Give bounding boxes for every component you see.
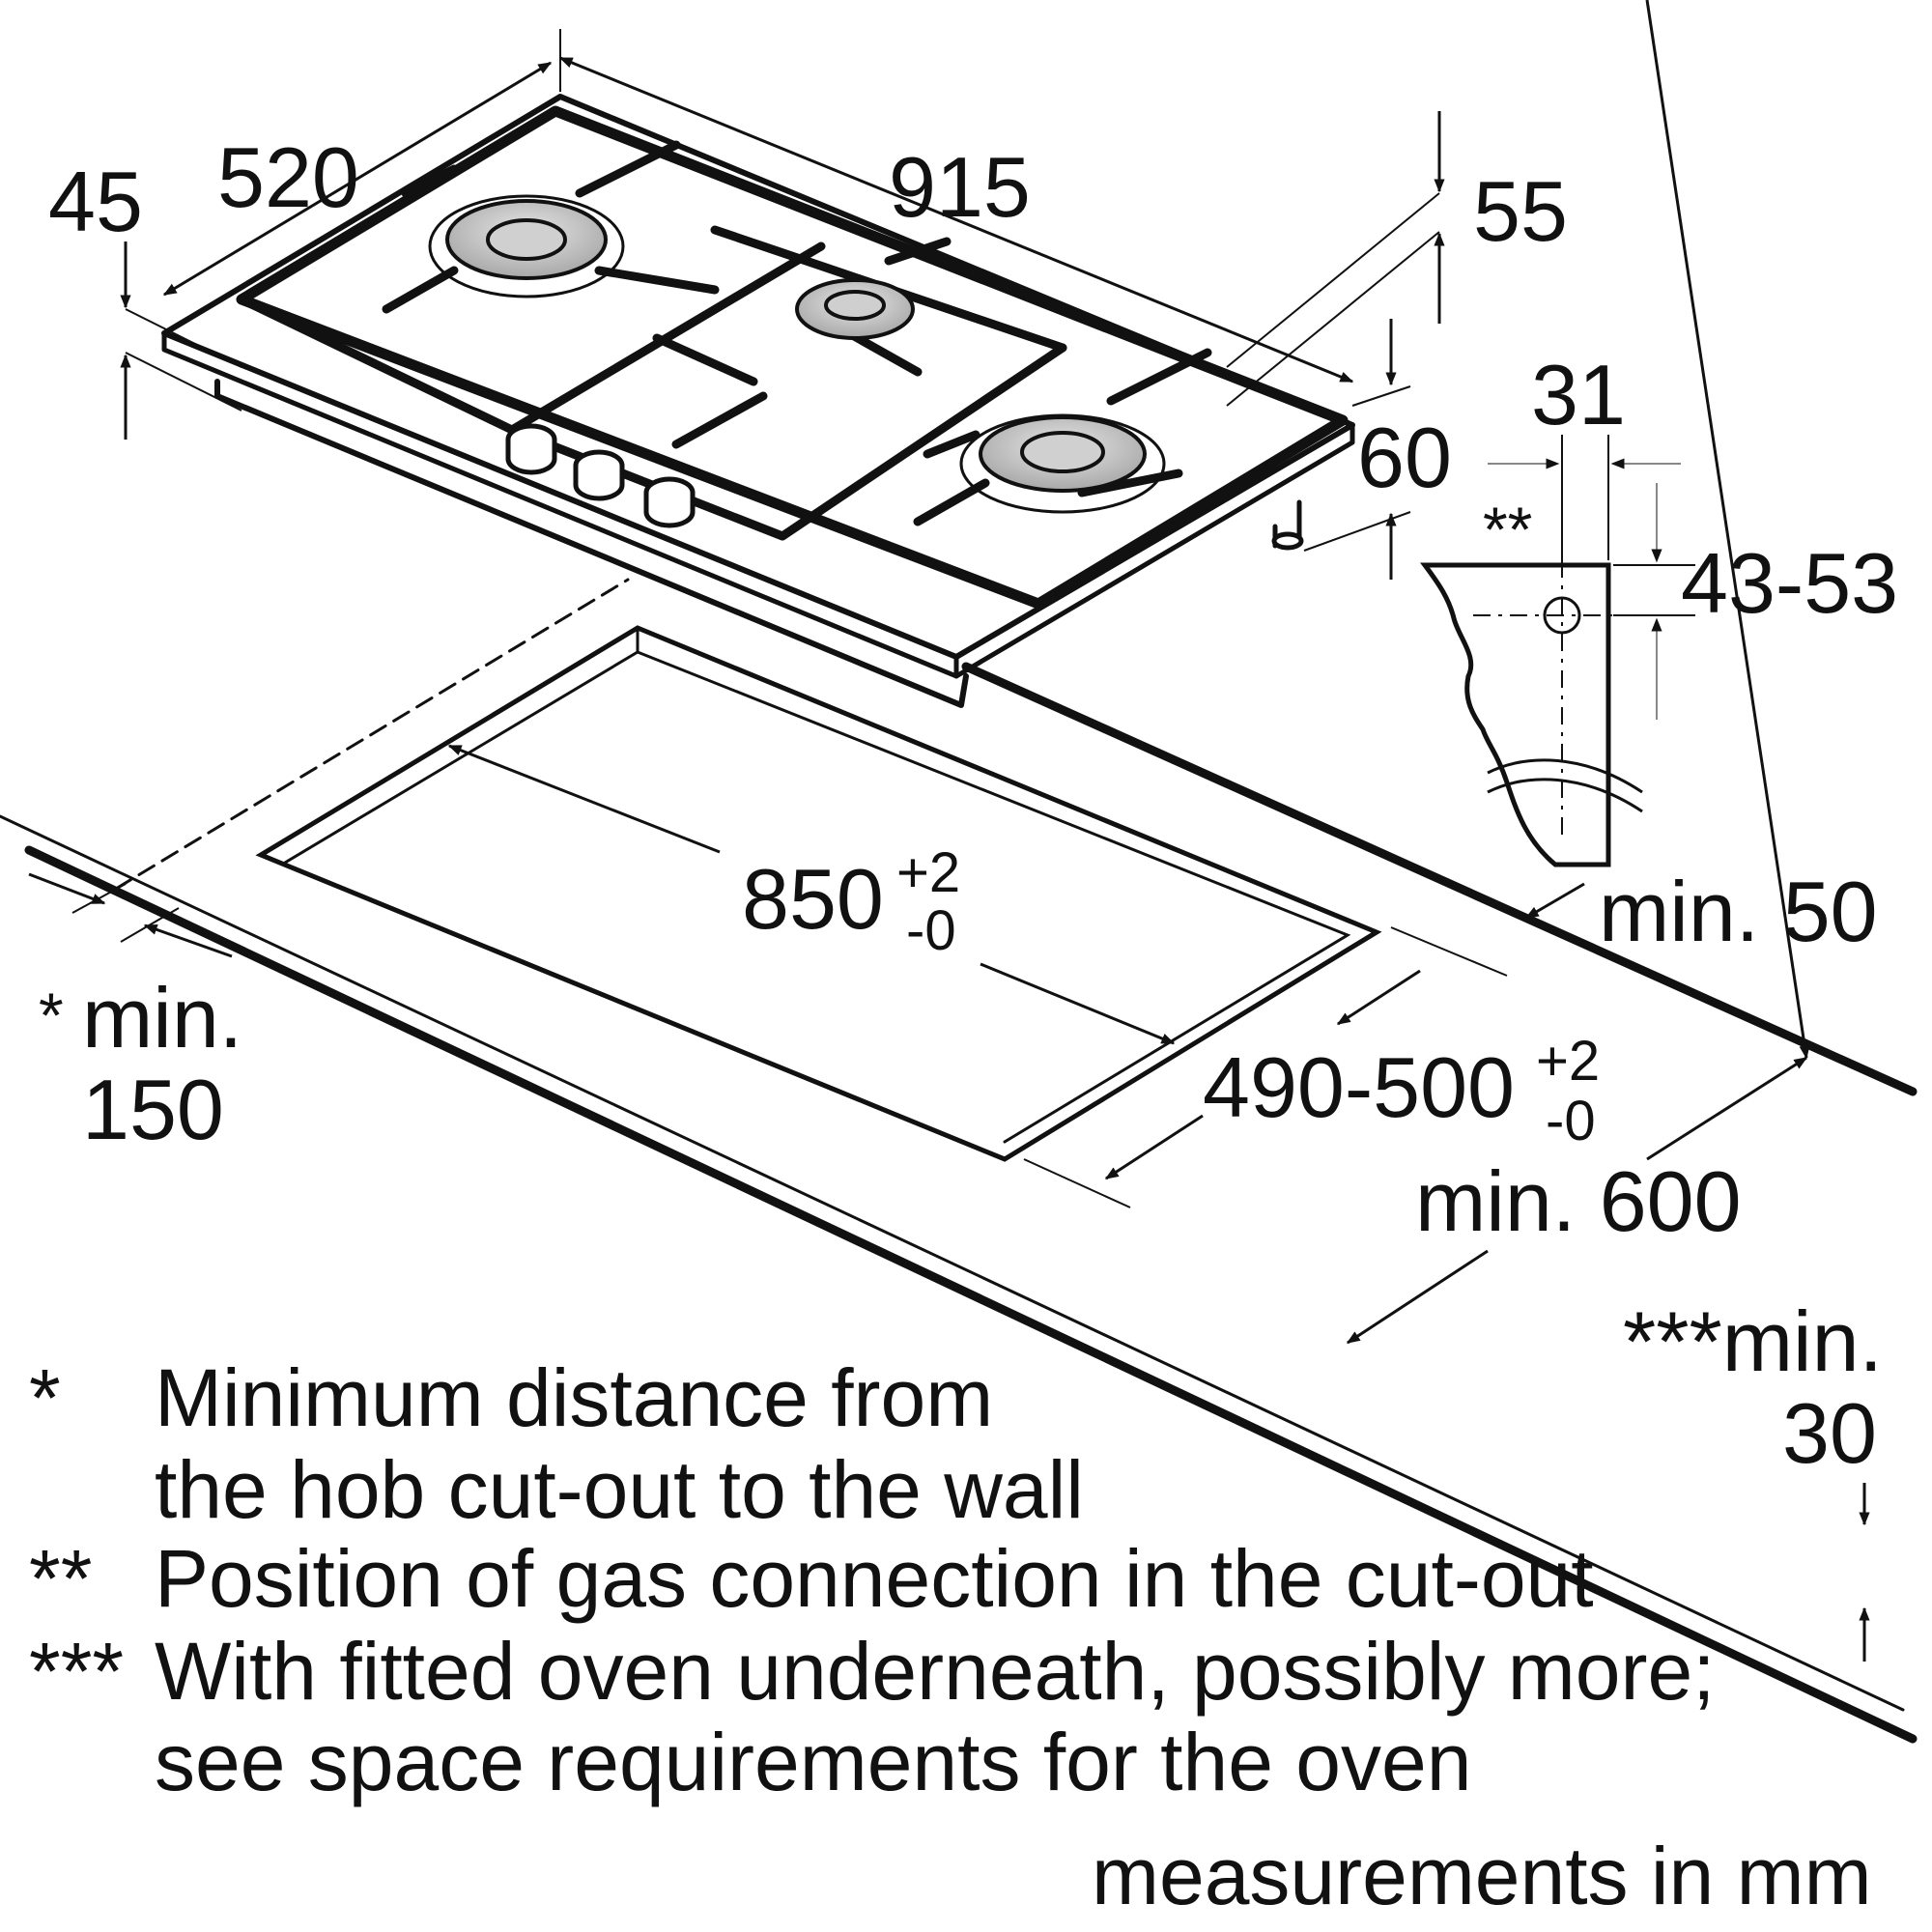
dim-min-30-line2: 30 [1782,1385,1877,1481]
gas-connection-marker: ** [1483,494,1533,565]
hob-front-edge [161,330,959,679]
dim-min-150: * min. 150 [39,976,270,1159]
dim-55: 55 [1473,163,1568,259]
worktop-drawing [0,578,1918,1744]
hob-right-edge [953,422,1355,679]
hob-dimension-lines [120,29,1445,580]
units-footer: measurements in mm [1092,1831,1872,1921]
dim-min-30: ***min. 30 [1623,1299,1913,1483]
dim-min-600: min. 600 [1415,1153,1742,1249]
dim-520: 520 [217,129,359,225]
note-3-marker: *** [29,1626,125,1717]
dim-490-500-value: 490-500 [1203,1039,1515,1135]
dim-min-30-line1: ***min. [1623,1293,1883,1389]
dim-31: 31 [1531,347,1626,442]
cutout-inner [283,650,1351,1144]
dim-60: 60 [1357,410,1452,505]
dim-min-150-line2: 150 [82,1062,224,1157]
worktop-dimension-lines [28,0,1870,1662]
note-3-line2: see space requirements for the oven [155,1717,1472,1807]
note-2-marker: ** [29,1533,93,1624]
cutout-outer [255,625,1382,1162]
worktop-section [1420,562,1611,867]
dim-850-tolerance-minus: -0 [906,899,956,962]
dim-850: 850 +2 -0 [742,845,993,971]
dim-850-tolerance-plus: +2 [896,841,961,904]
note-1-line1: Minimum distance from [155,1352,994,1443]
note-2-line1: Position of gas connection in the cut-ou… [155,1533,1594,1624]
dim-min-150-star: * [39,980,64,1051]
note-1-marker: * [29,1352,61,1443]
hob-underbody [214,379,969,708]
dim-490-500-tolerance-plus: +2 [1536,1030,1601,1093]
dim-490-500-tolerance-minus: -0 [1546,1090,1596,1152]
dim-850-value: 850 [742,851,884,947]
control-knobs [505,423,696,528]
dim-43-53: 43-53 [1681,535,1899,631]
dim-min-150-line1: min. [82,970,243,1065]
dim-915: 915 [889,139,1031,235]
gas-connection-detail [1420,435,1695,867]
dim-45: 45 [48,154,143,249]
dim-490-500: 490-500 +2 -0 [1203,1034,1618,1159]
dim-min-50: min. 50 [1599,864,1878,959]
note-3-line1: With fitted oven underneath, possibly mo… [155,1626,1716,1717]
note-1-line2: the hob cut-out to the wall [155,1444,1084,1535]
